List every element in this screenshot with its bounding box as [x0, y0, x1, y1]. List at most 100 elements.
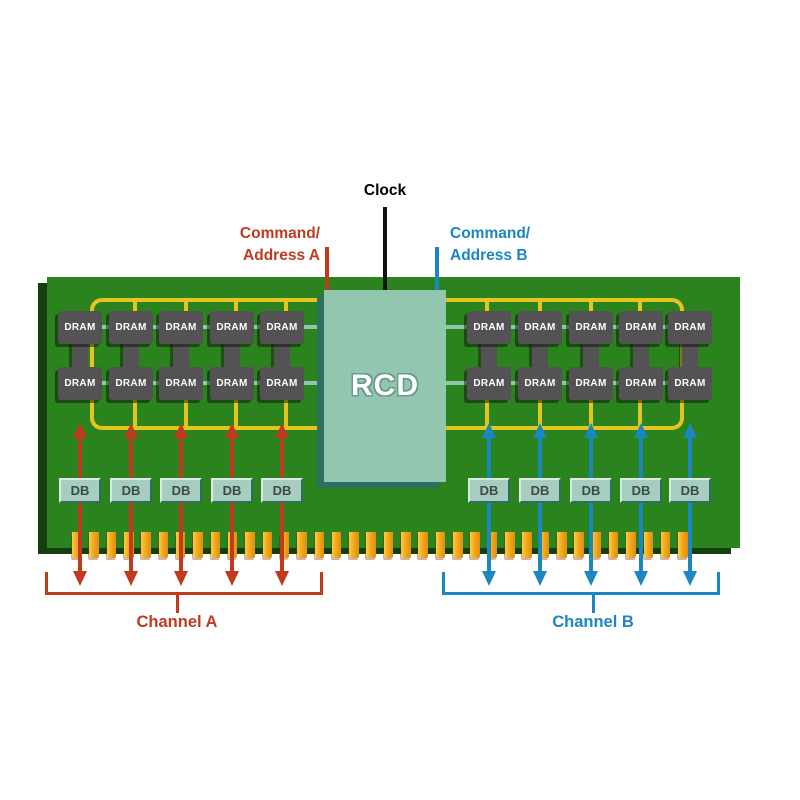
db-buffer: DB [261, 478, 303, 503]
data-arrow-channel-a [275, 423, 289, 586]
edge-connector-finger [470, 532, 480, 558]
edge-connector-finger [678, 532, 688, 558]
db-buffer: DB [669, 478, 711, 503]
channel-b-bracket-tick [592, 595, 595, 613]
edge-connector-finger [262, 532, 272, 558]
dram-chip: DRAM [619, 311, 663, 344]
data-arrow-channel-b [482, 423, 496, 586]
arrow-up-icon [225, 423, 239, 438]
dram-chip: DRAM [260, 311, 304, 344]
data-arrow-channel-a [174, 423, 188, 586]
channel-a-label: Channel A [136, 613, 218, 631]
db-buffer: DB [160, 478, 202, 503]
channel-a-bracket [45, 572, 323, 595]
dram-chip: DRAM [109, 311, 153, 344]
arrow-line [589, 433, 593, 575]
dram-pair-link [583, 339, 599, 372]
arrow-down-icon [225, 571, 239, 586]
arrow-line [639, 433, 643, 575]
arrow-line [78, 433, 82, 575]
arrow-line [487, 433, 491, 575]
dram-pair-link [682, 339, 698, 372]
dram-chip: DRAM [619, 367, 663, 400]
arrow-up-icon [584, 423, 598, 438]
db-buffer: DB [468, 478, 510, 503]
dram-chip: DRAM [518, 311, 562, 344]
edge-connector-finger [660, 532, 671, 558]
arrow-line [688, 433, 692, 575]
db-buffer: DB [570, 478, 612, 503]
arrow-up-icon [482, 423, 496, 438]
dram-chip: DRAM [210, 367, 254, 400]
edge-connector-finger [279, 532, 290, 558]
dram-chip: DRAM [58, 367, 102, 400]
dram-chip: DRAM [260, 367, 304, 400]
arrow-up-icon [683, 423, 697, 438]
edge-connector-finger [331, 532, 342, 558]
arrow-up-icon [634, 423, 648, 438]
dram-chip: DRAM [159, 367, 203, 400]
edge-connector-finger [505, 532, 515, 558]
arrow-line [280, 433, 284, 575]
rcd-label: RCD [351, 369, 419, 402]
dram-pair-link [173, 339, 189, 372]
arrow-up-icon [73, 423, 87, 438]
edge-connector-finger [557, 532, 567, 558]
db-buffer: DB [620, 478, 662, 503]
edge-connector-finger [89, 532, 99, 558]
edge-connector-finger [401, 532, 411, 558]
arrow-down-icon [482, 571, 496, 586]
edge-connector-finger [453, 532, 463, 558]
channel-a-bracket-tick [176, 595, 179, 613]
dram-chip: DRAM [668, 311, 712, 344]
arrow-down-icon [634, 571, 648, 586]
command-address-b-line [435, 247, 439, 293]
arrow-line [230, 433, 234, 575]
data-arrow-channel-b [634, 423, 648, 586]
edge-connector-finger [487, 532, 498, 558]
dram-chip: DRAM [159, 311, 203, 344]
dram-pair-link [481, 339, 497, 372]
edge-connector-finger [366, 532, 376, 558]
dram-row-link-trace [78, 325, 330, 329]
dram-chip: DRAM [518, 367, 562, 400]
arrow-down-icon [174, 571, 188, 586]
command-address-a-label: Command/ Address A [239, 225, 320, 264]
arrow-down-icon [533, 571, 547, 586]
clock-label: Clock [363, 182, 407, 199]
dram-chip: DRAM [569, 311, 613, 344]
data-arrow-channel-b [584, 423, 598, 586]
dram-row-link-trace [444, 381, 692, 385]
channel-b-bracket [442, 572, 720, 595]
dram-pair-link [532, 339, 548, 372]
edge-connector-finger [158, 532, 169, 558]
edge-connector-finger [193, 532, 203, 558]
edge-connector-finger [141, 532, 151, 558]
edge-connector-finger [124, 532, 134, 558]
edge-connector-finger [522, 532, 532, 558]
edge-connector-finger [72, 532, 82, 558]
command-address-a-line [325, 247, 329, 293]
edge-connector-finger [245, 532, 255, 558]
dram-pair-link [224, 339, 240, 372]
edge-connector-finger [106, 532, 117, 558]
dram-pair-link [633, 339, 649, 372]
edge-connector-finger [626, 532, 636, 558]
data-arrow-channel-b [683, 423, 697, 586]
edge-connector-finger [349, 532, 359, 558]
edge-connector-finger [418, 532, 428, 558]
data-arrow-channel-a [73, 423, 87, 586]
command-address-b-label: Command/ Address B [450, 225, 531, 264]
edge-connector-finger [314, 532, 324, 558]
db-buffer: DB [110, 478, 152, 503]
arrow-up-icon [275, 423, 289, 438]
arrow-up-icon [174, 423, 188, 438]
arrow-up-icon [124, 423, 138, 438]
dram-pair-link [72, 339, 88, 372]
arrow-down-icon [73, 571, 87, 586]
edge-connector-finger [435, 532, 446, 558]
arrow-down-icon [124, 571, 138, 586]
arrow-line [179, 433, 183, 575]
dram-chip: DRAM [668, 367, 712, 400]
